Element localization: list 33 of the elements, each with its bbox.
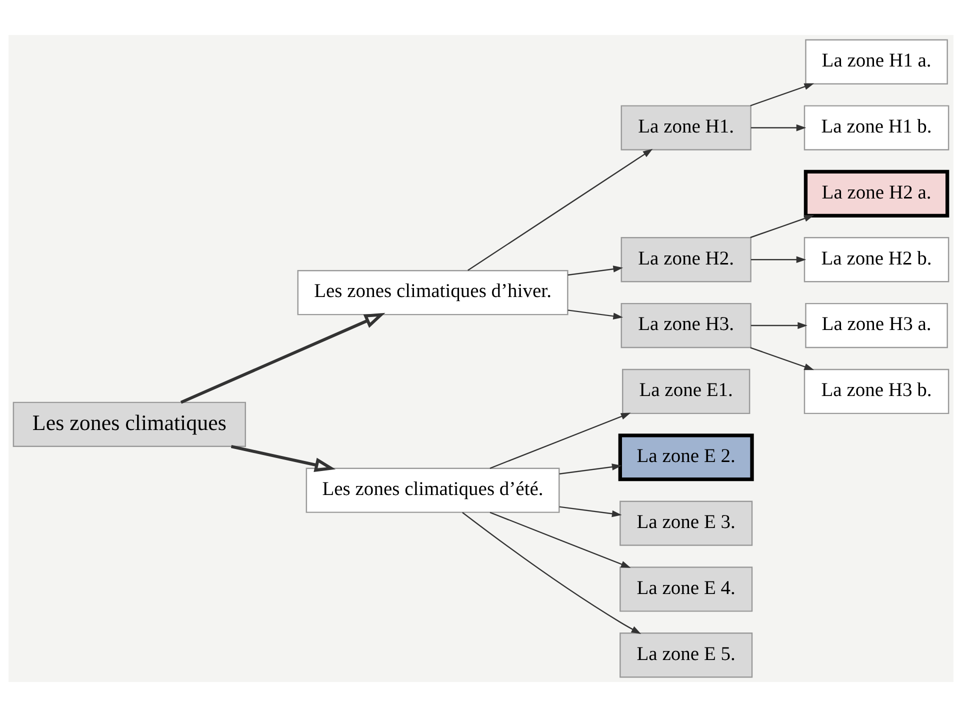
node-box: La zone E 3. [620, 500, 753, 546]
node-box: La zone H2 a. [804, 170, 950, 218]
arrow [750, 124, 806, 132]
node-box: Les zones climatiques [12, 402, 246, 447]
arrow [750, 215, 814, 238]
node-box: La zone H1. [620, 105, 752, 150]
arrow [559, 464, 622, 474]
node-box: La zone E 4. [620, 566, 753, 612]
node-box: La zone E 5. [620, 632, 753, 678]
arrow [462, 512, 642, 634]
arrow [559, 506, 622, 518]
arrow [490, 412, 631, 469]
node-box: La zone E1. [622, 368, 750, 414]
node-box: Les zones climatiques d’hiver. [297, 270, 568, 316]
node-box: La zone H1 a. [805, 39, 948, 84]
node-box: La zone H2. [620, 237, 752, 282]
arrow [468, 148, 653, 271]
arrow [750, 256, 806, 264]
arrow [750, 322, 808, 329]
node-box: La zone H3 a. [805, 302, 948, 348]
node-box: La zone H1 b. [804, 105, 950, 150]
node-box: La zone E 2. [618, 434, 754, 482]
arrow [230, 444, 336, 472]
arrow [750, 83, 814, 106]
arrow [750, 347, 814, 370]
node-box: La zone H3. [620, 302, 752, 348]
arrow [490, 512, 631, 568]
arrow [180, 312, 386, 404]
arrow [568, 310, 624, 320]
node-box: Les zones climatiques d’été. [306, 468, 560, 513]
node-box: La zone H3 b. [804, 368, 950, 414]
arrow [568, 266, 624, 276]
node-box: La zone H2 b. [804, 237, 950, 282]
